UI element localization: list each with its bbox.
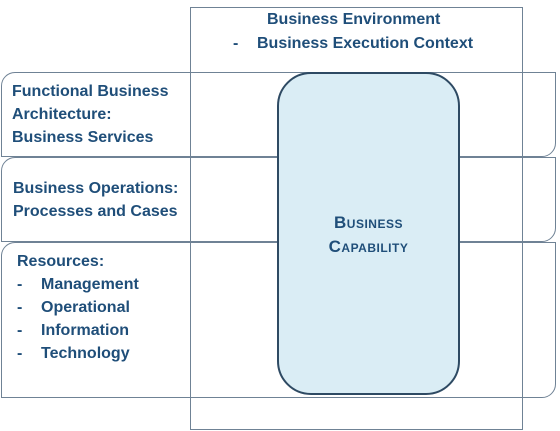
bullet-dash: - bbox=[233, 35, 239, 52]
capability-line-2: Capability bbox=[328, 237, 409, 256]
functional-line-2: Architecture: bbox=[12, 106, 112, 123]
operations-line-1: Business Operations: bbox=[13, 180, 179, 197]
bullet-dash: - bbox=[17, 276, 23, 293]
resource-item-label: Information bbox=[41, 322, 129, 339]
operations-line-2: Processes and Cases bbox=[13, 203, 178, 220]
environment-bullet-text: Business Execution Context bbox=[257, 35, 474, 52]
environment-bullet: - Business Execution Context bbox=[233, 32, 473, 55]
resources-label: Resources: - Management - Operational - Inf… bbox=[17, 250, 139, 365]
resource-item-label: Operational bbox=[41, 299, 130, 316]
resources-title: Resources: bbox=[17, 253, 105, 270]
environment-frame bbox=[190, 7, 523, 430]
resource-item-label: Technology bbox=[41, 345, 130, 362]
resource-item-technology: - Technology bbox=[17, 342, 139, 365]
resource-item-label: Management bbox=[41, 276, 139, 293]
resource-item-information: - Information bbox=[17, 319, 139, 342]
bullet-dash: - bbox=[17, 299, 23, 316]
bullet-dash: - bbox=[17, 345, 23, 362]
business-capability-box bbox=[277, 72, 460, 395]
capability-line-1: Business bbox=[334, 213, 403, 232]
business-operations-label: Business Operations: Processes and Cases bbox=[13, 177, 178, 223]
functional-architecture-label: Functional Business Architecture: Busine… bbox=[12, 80, 168, 149]
environment-title: Business Environment bbox=[267, 11, 441, 28]
functional-line-3: Business Services bbox=[12, 129, 154, 146]
functional-line-1: Functional Business bbox=[12, 83, 169, 100]
resource-item-management: - Management bbox=[17, 273, 139, 296]
business-capability-label: Business Capability bbox=[277, 211, 460, 259]
resource-item-operational: - Operational bbox=[17, 296, 139, 319]
bullet-dash: - bbox=[17, 322, 23, 339]
